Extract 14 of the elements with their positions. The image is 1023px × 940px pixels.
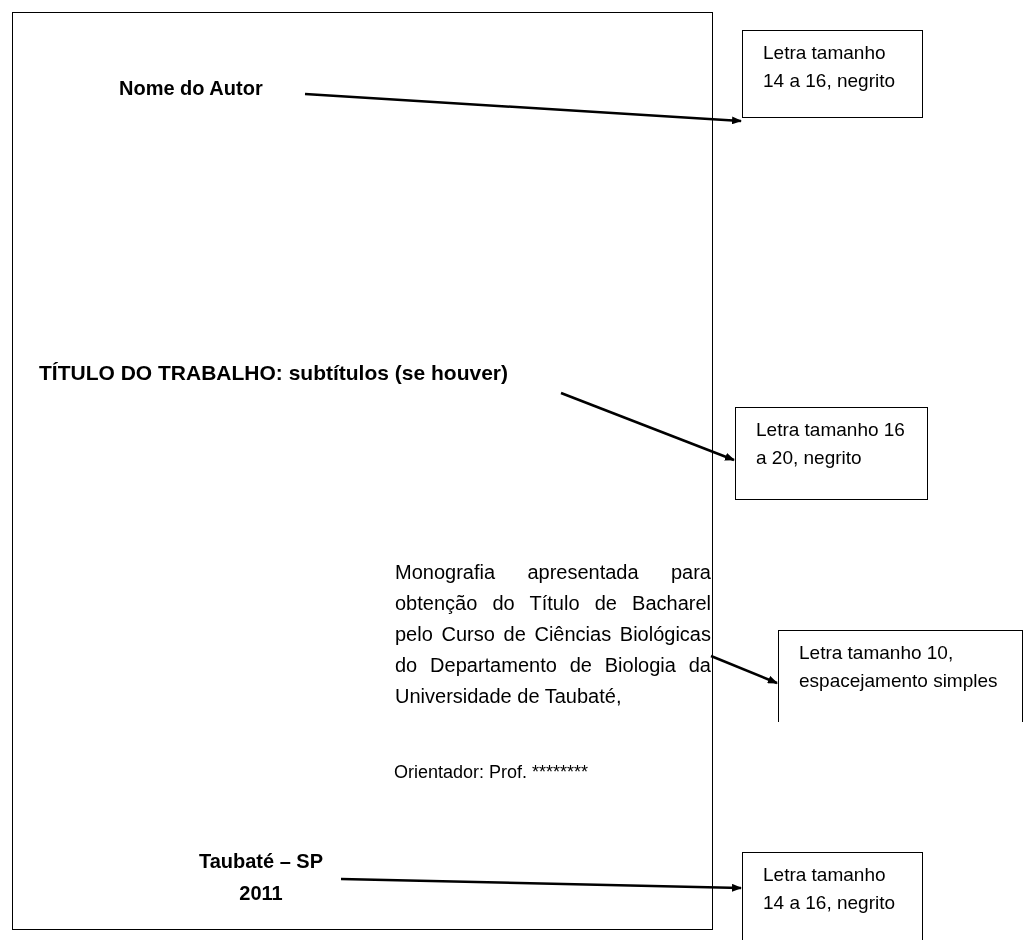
place-year-text: Taubaté – SP 2011	[181, 845, 341, 909]
title-text: TÍTULO DO TRABALHO: subtítulos (se houver)	[39, 361, 709, 393]
advisor-text: Orientador: Prof. ********	[394, 762, 589, 783]
arrow	[340, 877, 742, 892]
arrow	[304, 92, 742, 125]
note-box: Letra tamanho 14 a 16, negrito	[742, 852, 923, 940]
note-box: Letra tamanho 14 a 16, negrito	[742, 30, 923, 118]
arrow	[710, 654, 778, 685]
description-paragraph: Monografia apresentada para obtenção do Título de Bacharel pelo Curso de Ciências Biológicas do Departamento de Biologia da Universidade de Taubaté,	[395, 557, 711, 753]
note-box: Letra tamanho 10, espacejamento simples	[778, 630, 1023, 722]
page-outline	[12, 12, 713, 930]
author-name-text: Nome do Autor	[119, 77, 305, 107]
arrow	[560, 391, 735, 462]
note-box: Letra tamanho 16 a 20, negrito	[735, 407, 928, 500]
